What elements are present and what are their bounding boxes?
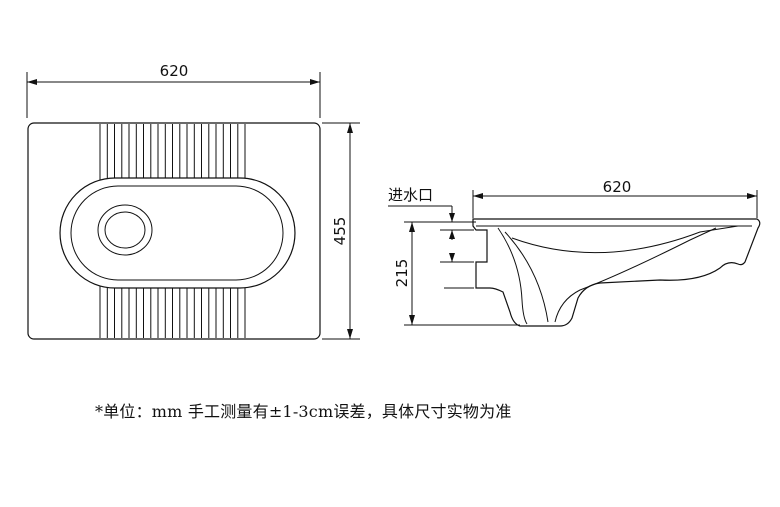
inner-lower-curve (554, 227, 717, 323)
inner-slope-curve (511, 225, 739, 254)
top-depth-dimension: 455 (322, 122, 360, 340)
top-width-dimension: 620 (26, 62, 321, 118)
top-view: 620 455 (26, 62, 360, 340)
inner-bowl-curve (497, 227, 528, 325)
side-height-dimension: 215 (393, 221, 520, 326)
bottom-ribs (99, 286, 246, 338)
top-ribs (99, 124, 246, 180)
drain-hole-outer (97, 204, 153, 256)
bowl-inner (70, 185, 284, 281)
top-depth-label: 455 (331, 217, 349, 246)
pan-side-profile (472, 218, 761, 327)
pan-outline (27, 122, 321, 340)
side-width-label: 620 (603, 178, 632, 196)
side-height-label: 215 (393, 259, 411, 288)
drain-hole-inner (104, 211, 146, 249)
top-width-label: 620 (160, 62, 189, 80)
inner-trap-curve (504, 231, 549, 323)
inlet-label: 进水口 (388, 186, 433, 204)
unit-footnote: *单位：mm 手工测量有±1-3cm误差，具体尺寸实物为准 (95, 402, 512, 421)
side-width-dimension: 620 (472, 178, 758, 218)
side-view: 620 进水口 215 (388, 178, 761, 327)
inlet-callout: 进水口 (388, 186, 474, 289)
